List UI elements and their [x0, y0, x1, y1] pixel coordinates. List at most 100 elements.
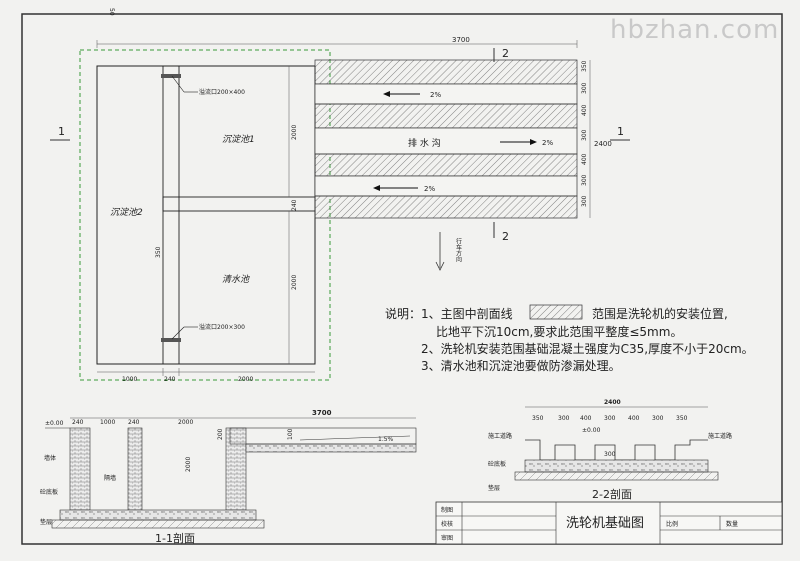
overflow-opening-bottom: [161, 338, 181, 342]
s11-dim-240a: 240: [72, 419, 84, 426]
dim-2000-lower: 2000: [291, 275, 298, 290]
s22-cushion: [514, 471, 719, 481]
s22-road-left: 施工道路: [488, 432, 512, 440]
channel-row-dim: 350: [581, 60, 588, 72]
tb-check: 校核: [441, 520, 453, 528]
s11-dim-total: 3700: [312, 409, 332, 417]
s11-dim-1000: 1000: [100, 419, 115, 426]
note-line-1a: 说明：1、主图中剖面线: [385, 306, 513, 321]
dim-bottom-240: 240: [164, 376, 176, 383]
section-mark-1-left: 1: [58, 125, 65, 138]
slope-3: 2%: [424, 185, 435, 193]
s22-cushion-label: 垫层: [488, 484, 500, 492]
overflow-opening-top: [161, 74, 181, 78]
s11-dim-2000: 2000: [178, 419, 193, 426]
channel-total-2400: 2400: [594, 140, 612, 148]
tank1-label: 沉淀池1: [222, 134, 255, 145]
tb-draw: 制图: [441, 506, 453, 514]
note-line-3: 3、清水池和沉淀池要做防渗漏处理。: [421, 358, 621, 373]
s22-concrete-label: 砼底板: [488, 460, 506, 468]
s22-total: 2400: [604, 399, 621, 406]
s22-dim: 300: [652, 415, 664, 422]
sheet-border: [21, 13, 783, 545]
channel-trench-2: [314, 127, 578, 155]
s11-elev: ±0.00: [45, 420, 64, 427]
channel-row-dim: 300: [581, 129, 588, 141]
slope-arrow-icon: [383, 91, 390, 97]
tank2-label: 沉淀池2: [110, 207, 143, 218]
s22-dims: 350 300 400 300 400 300 350: [532, 415, 688, 422]
overflow-label-bottom: 溢流口200×300: [199, 323, 245, 331]
s22-road-right: 施工道路: [708, 432, 732, 440]
s22-title: 2-2剖面: [592, 487, 632, 501]
note-line-1c: 比地平下沉10cm,要求此范围平整度≤5mm。: [436, 324, 682, 339]
s11-dim-240b: 240: [128, 419, 140, 426]
dim-bottom-1000: 1000: [122, 376, 137, 383]
dim-2000-upper: 2000: [291, 125, 298, 140]
title-block: 制图 校核 审图 洗轮机基础图 比例 数量: [435, 501, 783, 545]
s22-elev: ±0.00: [582, 427, 601, 434]
s22-dim: 350: [676, 415, 688, 422]
note-hatch-sample: [529, 304, 583, 320]
direction-label: 行车方向: [455, 237, 462, 262]
note-line-2: 2、洗轮机安装范围基础混凝土强度为C35,厚度不小于20cm。: [421, 341, 754, 356]
channel-row-dim: 300: [581, 195, 588, 207]
channel-trench-3: [314, 175, 578, 197]
dim-total-3700: 3700: [452, 36, 470, 44]
section-2-2: 2400 350 300 400 300 400 300 350 ±0.00 施工道路 施工…: [488, 399, 732, 501]
channel-trench-1: [314, 83, 578, 105]
s11-h200: 200: [217, 428, 224, 440]
slope-arrow-icon: [373, 185, 380, 191]
s11-channel-slab: [245, 443, 417, 453]
slope-arrow-icon: [530, 139, 537, 145]
s11-outer-wall: [69, 427, 91, 511]
section-mark-1-right: 1: [617, 125, 624, 138]
s11-concrete-label: 砼底板: [40, 488, 58, 496]
tb-scale: 比例: [666, 520, 678, 528]
tb-qty: 数量: [726, 520, 738, 528]
channel-row-dim: 400: [581, 104, 588, 116]
channel-hatch-3: [314, 153, 578, 177]
s11-h100: 100: [287, 428, 294, 440]
section-mark-2-bottom: 2: [502, 230, 509, 243]
channel-hatch-4: [314, 195, 578, 219]
s11-cushion-label: 垫层: [40, 518, 52, 526]
s11-slope: 1.5%: [378, 436, 394, 443]
tb-review: 审图: [441, 534, 453, 542]
s22-dim: 350: [532, 415, 544, 422]
overflow-label-top: 溢流口200×400: [199, 88, 245, 96]
channel-row-dim: 400: [581, 153, 588, 165]
s11-title: 1-1剖面: [155, 531, 195, 545]
section-1-1: ±0.00 240 1000 240 2000 3700 2000 200 10…: [40, 409, 417, 545]
s22-h300: 300: [604, 451, 616, 458]
s22-dim: 300: [558, 415, 570, 422]
s11-cushion: [51, 519, 265, 529]
watermark-text: hbzhan.com: [610, 15, 779, 45]
dim-bottom-2000: 2000: [238, 376, 253, 383]
note-line-1b: 范围是洗轮机的安装位置,: [592, 306, 728, 321]
channel-row-dim: 300: [581, 174, 588, 186]
channel-hatch-1: [314, 59, 578, 85]
s11-concrete-slab: [59, 509, 257, 521]
tb-title: 洗轮机基础图: [566, 516, 644, 531]
s22-dim: 300: [604, 415, 616, 422]
s22-dim: 400: [580, 415, 592, 422]
slope-1: 2%: [430, 91, 441, 99]
channel-row-dim: 300: [581, 82, 588, 94]
s11-wall-label: 墙体: [44, 454, 56, 462]
drain-label: 排 水 沟: [408, 137, 441, 149]
corner-mark: 50: [108, 8, 115, 16]
s11-partition: [127, 427, 143, 511]
channel-row-dims: 350 300 400 300 400 300 300: [581, 60, 588, 207]
s11-partition-label: 隔墙: [104, 474, 116, 482]
dim-240: 240: [291, 199, 298, 211]
slope-2: 2%: [542, 139, 553, 147]
s11-inner-wall: [225, 427, 247, 511]
clear-tank-label: 清水池: [222, 274, 250, 285]
direction-arrow-icon: [435, 261, 445, 271]
section-mark-2-top: 2: [502, 47, 509, 60]
channel-hatch-2: [314, 103, 578, 129]
s22-dim: 400: [628, 415, 640, 422]
